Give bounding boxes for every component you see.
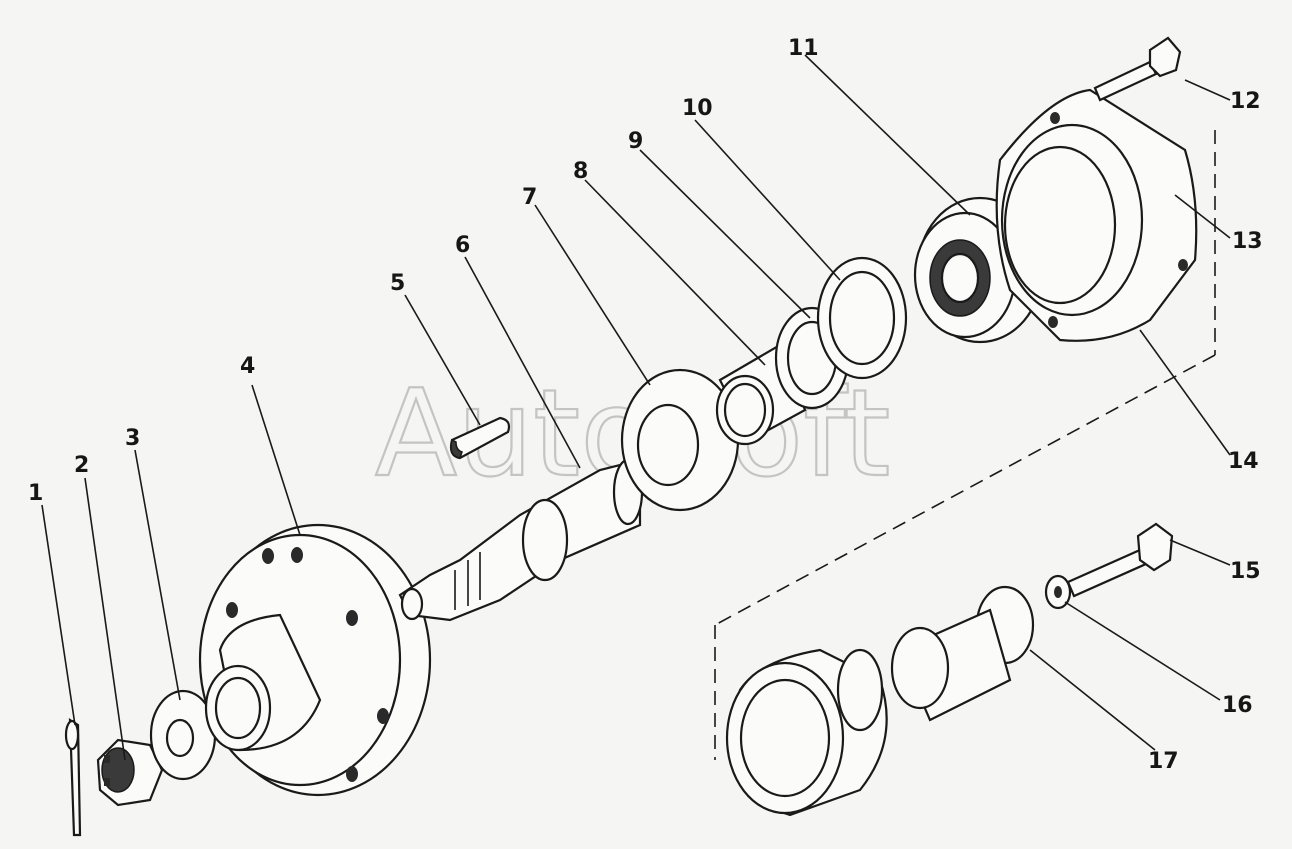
callout-17: 17	[1148, 749, 1179, 774]
spacer-ring	[620, 368, 740, 512]
end-cap-assembly	[725, 585, 1035, 817]
retaining-ring	[816, 256, 908, 380]
housing-bolt	[1093, 36, 1182, 102]
callout-5: 5	[390, 271, 405, 296]
shaft	[398, 458, 644, 622]
callout-10: 10	[682, 96, 713, 121]
callout-15: 15	[1230, 559, 1261, 584]
castle-nut	[96, 738, 164, 807]
lock-washer	[1044, 574, 1072, 610]
cotter-pin	[64, 717, 82, 837]
callout-3: 3	[125, 426, 140, 451]
callout-7: 7	[522, 185, 537, 210]
callout-4: 4	[240, 354, 255, 379]
callout-16: 16	[1222, 693, 1253, 718]
lower-bolt	[1066, 522, 1174, 598]
bearing-housing	[995, 88, 1198, 342]
ball-bearing	[913, 196, 1044, 344]
callout-13: 13	[1232, 229, 1263, 254]
callout-9: 9	[628, 129, 643, 154]
callout-8: 8	[573, 159, 588, 184]
callout-labels: 1 2 3 4 5 6 7 8 9 10 11 12 13 14 15 16 1…	[28, 36, 1263, 774]
callout-2: 2	[74, 453, 89, 478]
callout-1: 1	[28, 481, 43, 506]
leader-lines	[41, 54, 1231, 761]
callout-11: 11	[788, 36, 819, 61]
assembly-axis-lines	[714, 130, 1216, 760]
callout-14: 14	[1228, 449, 1259, 474]
flange-hub	[198, 523, 432, 797]
key	[449, 416, 511, 460]
callout-6: 6	[455, 233, 470, 258]
callout-12: 12	[1230, 89, 1261, 114]
